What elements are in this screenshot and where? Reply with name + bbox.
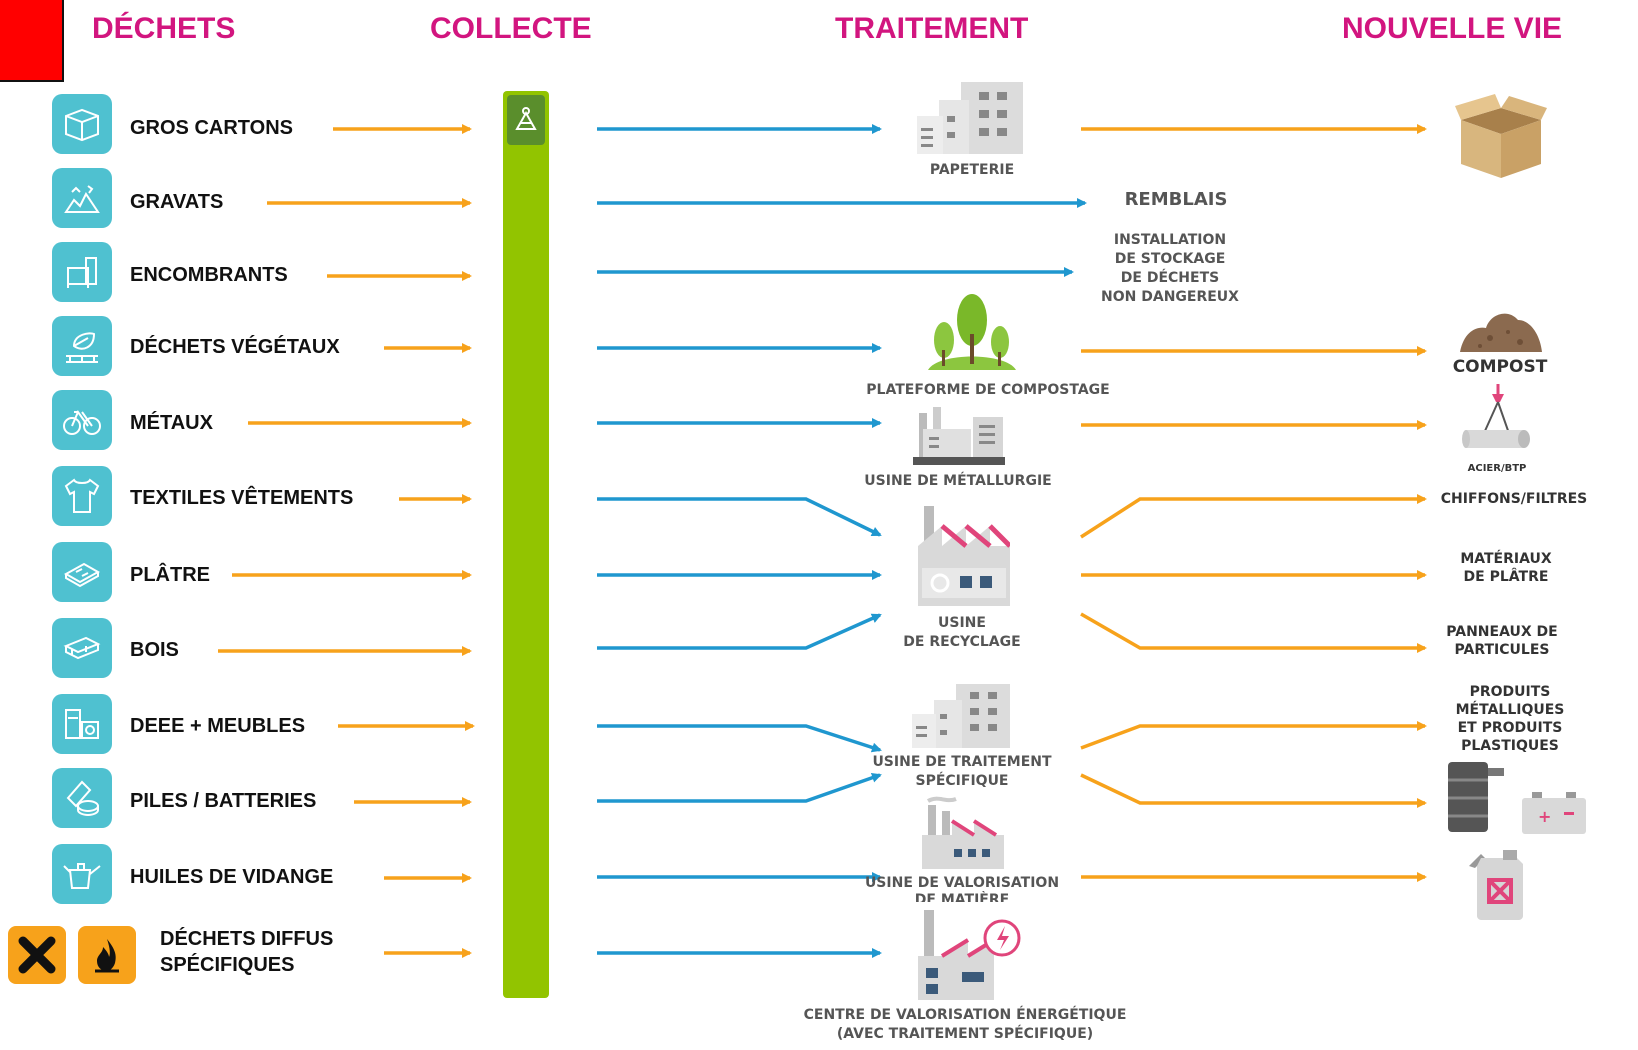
appliance-icon	[52, 694, 112, 754]
jerrycan-icon	[1469, 850, 1523, 920]
label-recyclage-2: DE RECYCLAGE	[903, 634, 1021, 650]
oil-can-icon	[52, 844, 112, 904]
label-valorisation-matiere-2: DE MATIÈRE	[914, 892, 1010, 902]
recycling-center-icon	[507, 95, 545, 145]
compost-pile-icon	[1460, 313, 1542, 352]
recycling-plant-icon	[918, 506, 1010, 606]
plaster-icon	[52, 542, 112, 602]
label-metallurgie: USINE DE MÉTALLURGIE	[864, 473, 1052, 489]
waste-label-gravats: GRAVATS	[130, 191, 224, 213]
waste-label-gros-cartons: GROS CARTONS	[130, 117, 293, 139]
bicycle-icon	[52, 390, 112, 450]
label-panneaux-2: PARTICULES	[1454, 642, 1550, 658]
header-collecte: COLLECTE	[430, 12, 592, 45]
cardboard-box-icon	[1455, 94, 1547, 178]
waste-label-bois: BOIS	[130, 639, 179, 661]
waste-label-ddd-line1: DÉCHETS DIFFUS	[160, 928, 334, 950]
header-nouvelle-vie: NOUVELLE VIE	[1342, 12, 1563, 45]
collect-to-treatment-arrows	[597, 124, 1087, 958]
red-corner-marker	[0, 0, 64, 82]
waste-label-ddd-line2: SPÉCIFIQUES	[160, 954, 295, 976]
label-produits-1: PRODUITS	[1469, 684, 1551, 700]
waste-label-dechets-vegetaux: DÉCHETS VÉGÉTAUX	[130, 336, 340, 358]
waste-label-deee: DEEE + MEUBLES	[130, 715, 306, 737]
label-chiffons: CHIFFONS/FILTRES	[1440, 491, 1588, 507]
furniture-icon	[52, 242, 112, 302]
steel-beam-crane-icon	[1462, 384, 1530, 448]
label-produits-4: PLASTIQUES	[1461, 738, 1559, 754]
material-recovery-plant-icon	[922, 796, 1004, 869]
battery-result-icon: +	[1522, 792, 1586, 834]
rubble-icon	[52, 168, 112, 228]
treatment-to-result-arrows	[1080, 124, 1427, 882]
label-remblais: REMBLAIS	[1124, 189, 1228, 210]
label-traitement-specifique-1: USINE DE TRAITEMENT	[872, 754, 1052, 770]
waste-label-platre: PLÂTRE	[130, 564, 210, 586]
waste-label-metaux: MÉTAUX	[130, 412, 213, 434]
battery-icon	[52, 768, 112, 828]
label-produits-3: ET PRODUITS	[1457, 720, 1563, 736]
label-compostage: PLATEFORME DE COMPOSTAGE	[866, 382, 1110, 398]
svg-text:+: +	[1538, 807, 1551, 826]
label-valorisation-matiere-1: USINE DE VALORISATION	[864, 875, 1060, 891]
label-isdnd-4: NON DANGEREUX	[1101, 289, 1239, 305]
energy-recovery-plant-icon	[918, 910, 1021, 1000]
label-valorisation-energetique-2: (AVEC TRAITEMENT SPÉCIFIQUE)	[836, 1026, 1094, 1042]
leaf-icon	[52, 316, 112, 376]
header-dechets: DÉCHETS	[92, 12, 236, 45]
label-recyclage-1: USINE	[938, 615, 986, 631]
label-isdnd-3: DE DÉCHETS	[1120, 270, 1220, 286]
specific-treatment-plant-icon	[912, 684, 1010, 748]
compost-trees-icon	[928, 294, 1016, 370]
label-traitement-specifique-2: SPÉCIFIQUE	[915, 773, 1009, 789]
label-valorisation-energetique-1: CENTRE DE VALORISATION ÉNERGÉTIQUE	[803, 1007, 1127, 1023]
waste-to-collect-arrows	[218, 124, 475, 958]
label-acier-btp: ACIER/BTP	[1467, 463, 1527, 474]
waste-label-textiles: TEXTILES VÊTEMENTS	[130, 487, 354, 509]
label-papeterie: PAPETERIE	[929, 162, 1015, 178]
metal-drum-icon	[1448, 762, 1504, 832]
pallet-icon	[52, 618, 112, 678]
paper-mill-icon	[917, 82, 1023, 154]
label-panneaux-1: PANNEAUX DE	[1446, 624, 1558, 640]
metallurgy-plant-icon	[913, 407, 1005, 465]
shirt-icon	[52, 466, 112, 526]
header-traitement: TRAITEMENT	[835, 12, 1029, 45]
label-platre-1: MATÉRIAUX	[1460, 551, 1552, 567]
label-platre-2: DE PLÂTRE	[1463, 569, 1549, 585]
collect-bar	[503, 91, 549, 998]
waste-label-huiles: HUILES DE VIDANGE	[130, 866, 334, 888]
label-isdnd-1: INSTALLATION	[1113, 232, 1227, 248]
waste-label-piles: PILES / BATTERIES	[130, 790, 317, 812]
waste-label-encombrants: ENCOMBRANTS	[130, 264, 288, 286]
harmful-x-icon	[8, 926, 66, 984]
flammable-icon	[78, 926, 136, 984]
label-isdnd-2: DE STOCKAGE	[1114, 251, 1226, 267]
box-icon	[52, 94, 112, 154]
label-compost: COMPOST	[1452, 357, 1548, 377]
label-produits-2: MÉTALLIQUES	[1455, 702, 1565, 718]
